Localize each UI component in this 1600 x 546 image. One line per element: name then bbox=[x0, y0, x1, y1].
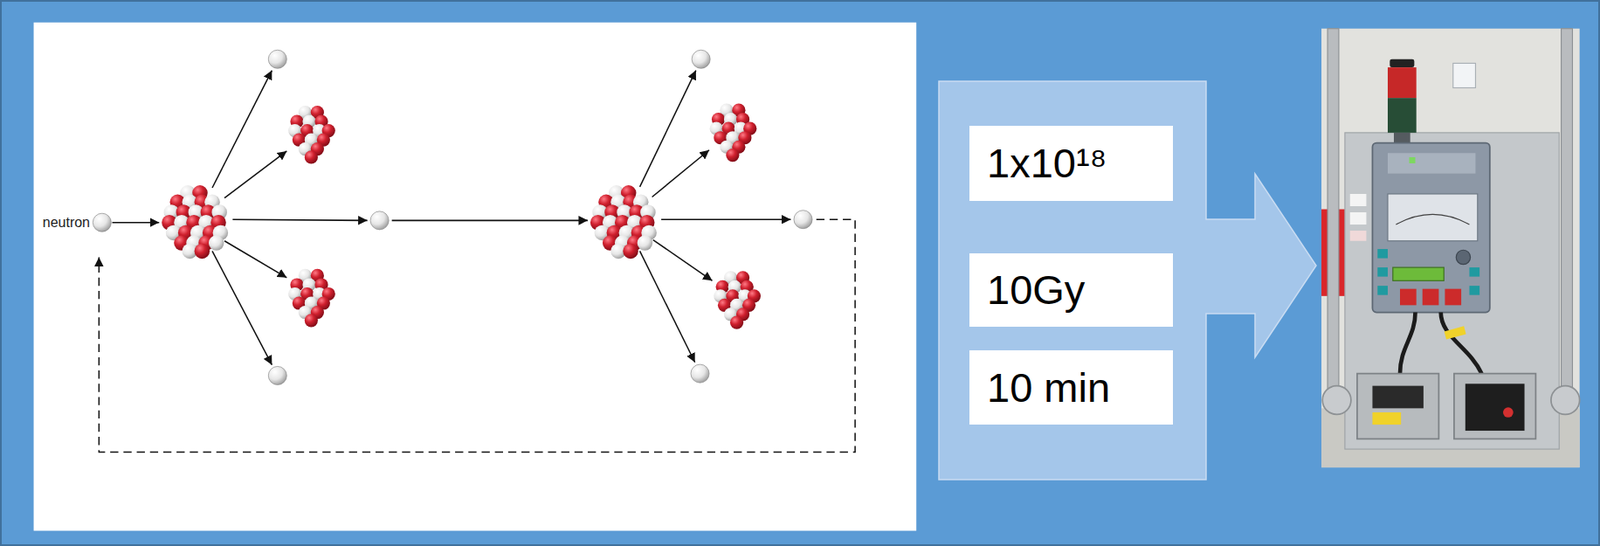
yellow-tag bbox=[1444, 325, 1467, 339]
lcd-display bbox=[1393, 267, 1444, 281]
sticker bbox=[1350, 193, 1367, 207]
reaction-arrow bbox=[112, 221, 160, 224]
red-beacon bbox=[1387, 67, 1417, 98]
reaction-arrow bbox=[224, 241, 287, 278]
button bbox=[1422, 289, 1440, 306]
neutron-particle bbox=[370, 211, 389, 230]
rail-flange bbox=[1551, 386, 1580, 415]
fission-fragment bbox=[288, 105, 336, 165]
neutron-particle bbox=[268, 365, 287, 385]
neutron-particle bbox=[92, 49, 813, 385]
rail bbox=[1561, 28, 1573, 409]
gamma-alarm-photo bbox=[1321, 28, 1580, 468]
value-text: 10Gy bbox=[986, 267, 1085, 313]
reaction-arrow bbox=[652, 150, 710, 198]
button bbox=[1468, 285, 1480, 296]
uranium-nucleus bbox=[161, 185, 657, 259]
fission-fragment bbox=[710, 103, 758, 163]
warning-label bbox=[1372, 412, 1401, 425]
button bbox=[1444, 289, 1462, 306]
value-box: 10 min bbox=[969, 350, 1173, 425]
button bbox=[1468, 267, 1480, 277]
neutron-particle bbox=[691, 49, 711, 69]
prohibition-sign bbox=[1503, 406, 1514, 418]
reaction-arrow bbox=[653, 240, 713, 282]
cable bbox=[1441, 312, 1483, 374]
reaction-arrow bbox=[212, 250, 272, 365]
uranium-nucleus bbox=[161, 185, 228, 259]
beacon-cap bbox=[1389, 59, 1414, 68]
sticker bbox=[1350, 212, 1367, 225]
value-box: 10Gy bbox=[969, 253, 1173, 327]
junction-box bbox=[1357, 373, 1439, 440]
meter-panel bbox=[1387, 193, 1478, 242]
cable bbox=[1400, 312, 1416, 374]
button bbox=[1377, 267, 1388, 277]
junction-box bbox=[1454, 373, 1536, 440]
junction-label bbox=[1372, 386, 1423, 409]
knob bbox=[1455, 249, 1470, 264]
fission-fragment bbox=[713, 270, 761, 330]
value-text: 10 min bbox=[986, 365, 1111, 411]
wall bbox=[1321, 28, 1580, 468]
button bbox=[1377, 285, 1388, 296]
status-lamp bbox=[1409, 157, 1416, 164]
flow-arrow bbox=[938, 81, 1317, 480]
illustration-panel bbox=[34, 22, 918, 532]
mounting-plate bbox=[1344, 132, 1559, 449]
feedback-loop bbox=[98, 219, 856, 452]
chain-reaction-illustration bbox=[34, 22, 918, 532]
reaction-arrow bbox=[112, 70, 792, 366]
green-beacon bbox=[1387, 97, 1417, 133]
particle-label: neutron bbox=[42, 214, 90, 231]
value-box: 1x10¹⁸ bbox=[969, 125, 1173, 201]
fission-fragment bbox=[288, 268, 336, 328]
junction-panel bbox=[1465, 383, 1525, 431]
meter-scale bbox=[1395, 213, 1469, 225]
button bbox=[1377, 248, 1388, 259]
reaction-arrow bbox=[212, 70, 272, 188]
rail bbox=[1327, 28, 1339, 409]
reaction-arrow bbox=[392, 220, 588, 222]
alarm-unit-top bbox=[1387, 152, 1476, 173]
fission-fragment bbox=[288, 103, 761, 330]
neutron-particle bbox=[793, 210, 813, 229]
button bbox=[1400, 289, 1417, 306]
rail-flange bbox=[1322, 386, 1352, 415]
beacon-base bbox=[1393, 132, 1411, 144]
uranium-nucleus bbox=[590, 185, 657, 259]
alarm-unit bbox=[1372, 143, 1490, 313]
reaction-arrow bbox=[661, 218, 791, 221]
reaction-arrow bbox=[640, 70, 697, 187]
reaction-arrow bbox=[224, 151, 287, 199]
sticker bbox=[1350, 230, 1367, 242]
neutron-particle bbox=[690, 364, 710, 383]
value-text: 1x10¹⁸ bbox=[986, 140, 1107, 187]
reaction-arrow bbox=[640, 250, 696, 362]
neutron-particle bbox=[268, 49, 287, 69]
neutron-particle bbox=[92, 213, 111, 232]
reaction-arrow bbox=[232, 219, 367, 221]
small-box bbox=[1453, 62, 1476, 88]
